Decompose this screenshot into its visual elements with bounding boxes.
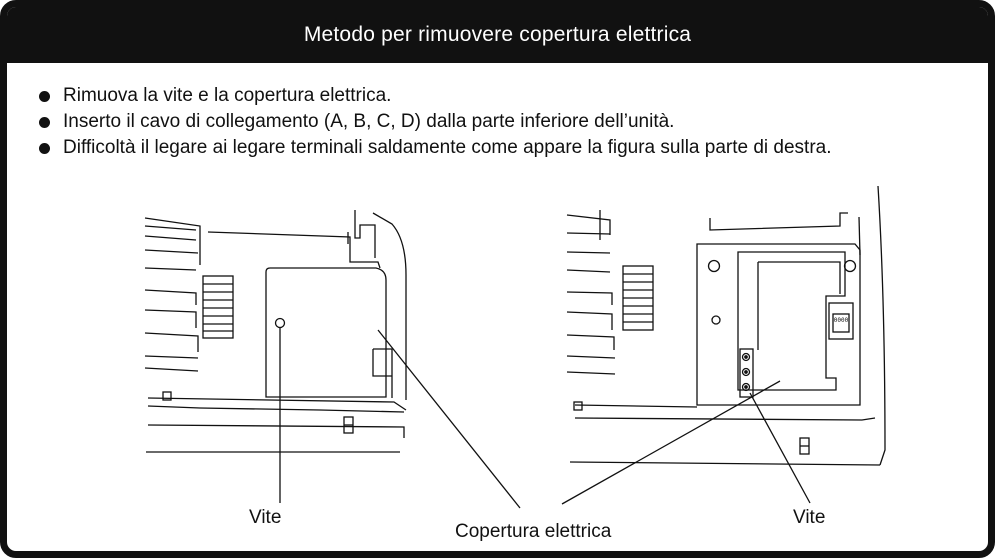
- right-unit-drawing: [561, 185, 886, 505]
- left-unit-drawing: [144, 210, 521, 509]
- cover-label: Copertura elettrica: [455, 521, 612, 542]
- instruction-item: Rimuova la vite e la copertura elettrica…: [37, 83, 983, 109]
- left-screw-label: Vite: [249, 507, 282, 528]
- title-bar: Metodo per rimuovere copertura elettrica: [7, 7, 988, 63]
- instruction-item: Difficoltà il legare ai legare terminali…: [37, 135, 983, 161]
- instruction-item: Inserto il cavo di collegamento (A, B, C…: [37, 109, 983, 135]
- page-title: Metodo per rimuovere copertura elettrica: [303, 23, 692, 46]
- right-screw-label: Vite: [793, 507, 826, 528]
- instruction-list: Rimuova la vite e la copertura elettrica…: [37, 83, 983, 161]
- terminal-block-label: 0000: [833, 317, 849, 324]
